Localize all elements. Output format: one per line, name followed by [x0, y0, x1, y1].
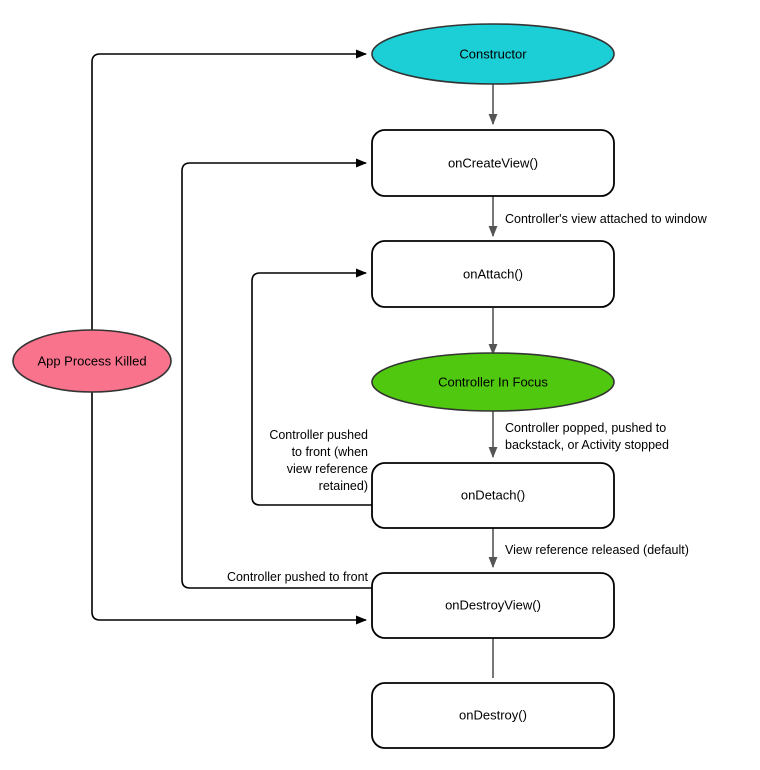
edge-label-popped-line1: Controller popped, pushed to: [505, 421, 666, 435]
edge-destroyview-to-createview: [181, 158, 372, 589]
app-process-killed-shape: [12, 329, 172, 393]
node-on-destroy[interactable]: onDestroy(): [371, 682, 615, 749]
node-controller-in-focus[interactable]: Controller In Focus: [371, 352, 615, 412]
on-destroy-shape: [371, 682, 615, 749]
controller-in-focus-shape: [371, 352, 615, 412]
node-on-detach[interactable]: onDetach(): [371, 462, 615, 529]
node-on-create-view[interactable]: onCreateView(): [371, 129, 615, 197]
on-create-view-shape: [371, 129, 615, 197]
edge-label-view-attached: Controller's view attached to window: [505, 212, 708, 226]
edge-label-pushed-to-front: Controller pushed to front: [227, 570, 369, 584]
app-process-killed-label: App Process Killed: [37, 353, 146, 368]
edge-label-retained-line4: retained): [319, 479, 368, 493]
edge-label-retained-line2: to front (when: [292, 445, 368, 459]
on-detach-shape: [371, 462, 615, 529]
constructor-shape: [371, 23, 615, 85]
edge-killed-to-constructor: [91, 49, 368, 330]
on-destroy-view-label: onDestroyView(): [445, 597, 541, 612]
constructor-label: Constructor: [459, 46, 527, 61]
node-on-destroy-view[interactable]: onDestroyView(): [371, 572, 615, 639]
edge-label-retained-line1: Controller pushed: [269, 428, 368, 442]
on-destroy-label: onDestroy(): [459, 707, 527, 722]
on-destroy-view-shape: [371, 572, 615, 639]
on-detach-label: onDetach(): [461, 487, 525, 502]
on-attach-shape: [371, 240, 615, 308]
node-app-process-killed[interactable]: App Process Killed: [12, 329, 172, 393]
edge-detach-to-attach: [251, 268, 372, 506]
on-attach-label: onAttach(): [463, 266, 523, 281]
edge-label-view-released: View reference released (default): [505, 543, 689, 557]
node-on-attach[interactable]: onAttach(): [371, 240, 615, 308]
edge-label-popped-line2: backstack, or Activity stopped: [505, 438, 669, 452]
on-create-view-label: onCreateView(): [448, 155, 538, 170]
edge-killed-to-destroyview: [91, 392, 368, 625]
controller-in-focus-label: Controller In Focus: [438, 374, 548, 389]
edge-label-retained-line3: view reference: [287, 462, 368, 476]
node-constructor[interactable]: Constructor: [371, 23, 615, 85]
